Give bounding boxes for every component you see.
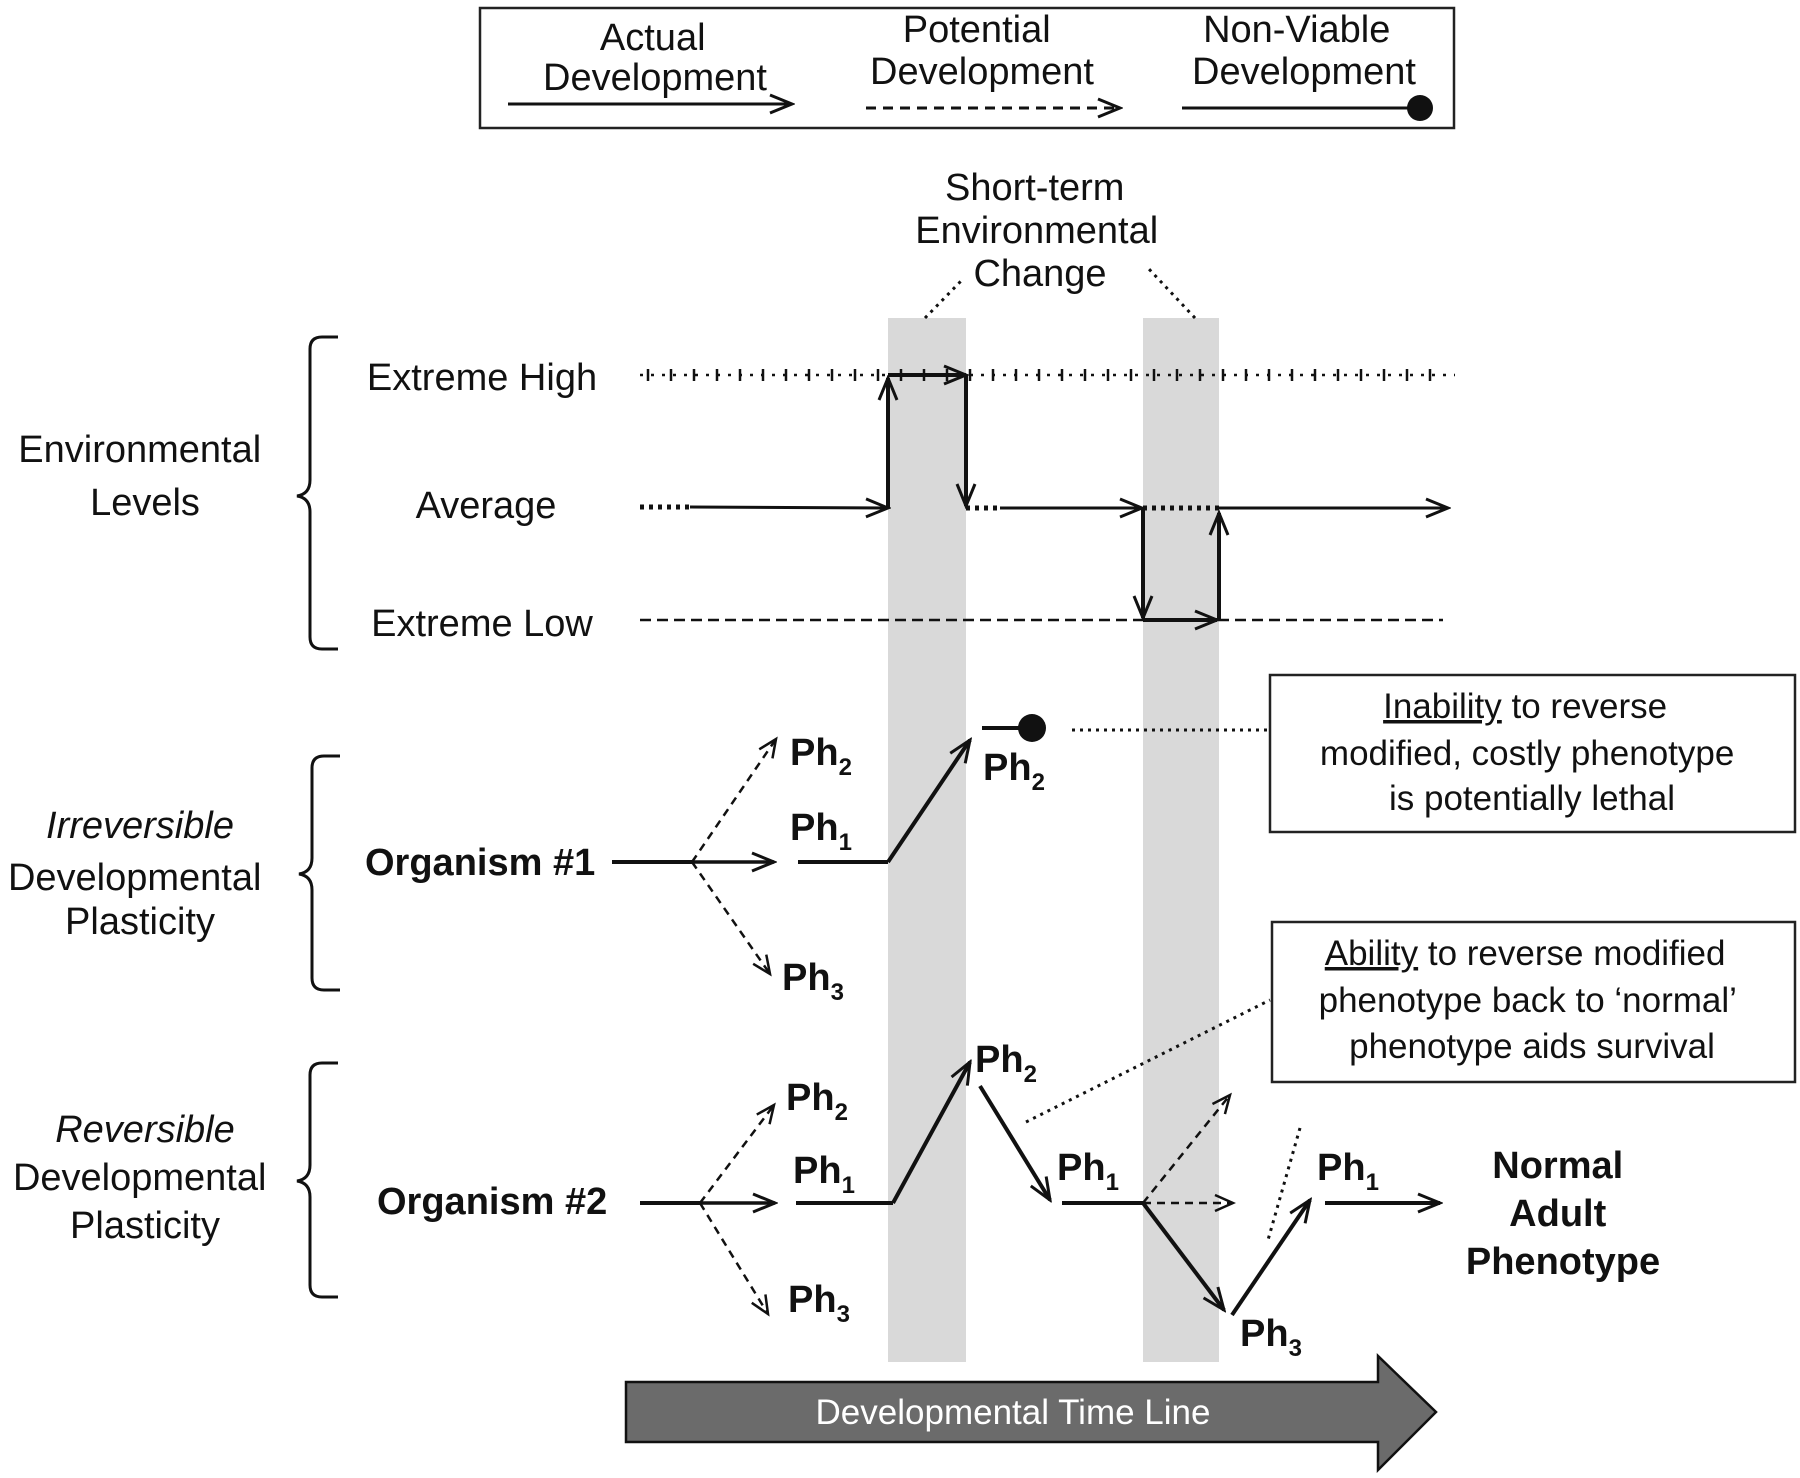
org2-potential-ph2 (699, 1105, 774, 1204)
reversible-bracket (296, 1061, 338, 1299)
org2-drop-to-ph3 (1141, 1201, 1224, 1310)
org1-potential-ph3 (690, 861, 770, 974)
average-actual-seg1 (689, 507, 888, 508)
reversible-title: Reversible (55, 1109, 235, 1151)
env-bracket (296, 335, 338, 651)
org2-potential-ph3 (698, 1202, 768, 1314)
change-band-low (1143, 318, 1219, 1362)
org1-potential-ph2 (690, 739, 776, 863)
org1-ph3-potential: Ph3 (782, 957, 844, 1006)
org2-rise-to-ph2 (891, 1062, 970, 1204)
irreversible-label: Developmental Plasticity (8, 857, 272, 943)
legend-actual-label: Actual Development (543, 17, 767, 99)
legend-potential-label: Potential Development (870, 9, 1094, 93)
callout2-box (1270, 920, 1797, 1084)
callout1-text: Inability to reverse modified, costly ph… (1320, 687, 1744, 818)
env-group-label: Environmental Levels (18, 429, 271, 524)
env-level-average-label: Average (416, 485, 557, 527)
change-pointer-right (1146, 266, 1197, 320)
org1-rise-to-ph2 (886, 740, 970, 864)
callout2-text: Ability to reverse modified phenotype ba… (1319, 934, 1746, 1066)
org2-ph1-label: Ph1 (793, 1150, 855, 1199)
org1-ph1-label: Ph1 (790, 807, 852, 856)
org1-ph2-potential: Ph2 (790, 732, 852, 781)
change-pointer-left (923, 278, 964, 320)
organism-1-label: Organism #1 (365, 842, 595, 884)
irreversible-title: Irreversible (46, 805, 234, 847)
org2-ph2-label: Ph2 (975, 1039, 1037, 1088)
env-level-high-label: Extreme High (367, 357, 597, 399)
org1-ph2-label: Ph2 (983, 747, 1045, 796)
change-label: Short-term Environmental Change (915, 167, 1168, 295)
change-band-high (888, 318, 966, 1362)
organism-2-label: Organism #2 (377, 1181, 607, 1223)
callout2-pointer-secondary (1266, 1127, 1302, 1241)
normal-adult-phenotype-label: Normal Adult Phenotype (1466, 1145, 1660, 1283)
org2-ph1-final-label: Ph1 (1317, 1147, 1379, 1196)
legend-nonviable-dot (1407, 95, 1433, 121)
org2-potential-up (1142, 1095, 1230, 1204)
org2-return-to-ph1 (978, 1084, 1050, 1200)
env-level-low-label: Extreme Low (371, 603, 593, 645)
org2-rise-from-ph3 (1230, 1200, 1310, 1317)
org2-ph3-potential: Ph3 (788, 1279, 850, 1328)
legend-nonviable-label: Non-Viable Development (1192, 9, 1416, 93)
callout1-box (1268, 673, 1797, 834)
timeline-label: Developmental Time Line (816, 1393, 1211, 1432)
org1-nonviable-dot (1018, 714, 1046, 742)
org2-ph2-potential: Ph2 (786, 1077, 848, 1126)
callout2-pointer (1025, 998, 1271, 1124)
org2-ph3-label: Ph3 (1240, 1313, 1302, 1362)
org2-ph1-after-label: Ph1 (1057, 1147, 1119, 1196)
timeline-arrow (624, 1353, 1438, 1474)
reversible-label: Developmental Plasticity (13, 1157, 277, 1247)
irreversible-bracket (298, 754, 340, 992)
